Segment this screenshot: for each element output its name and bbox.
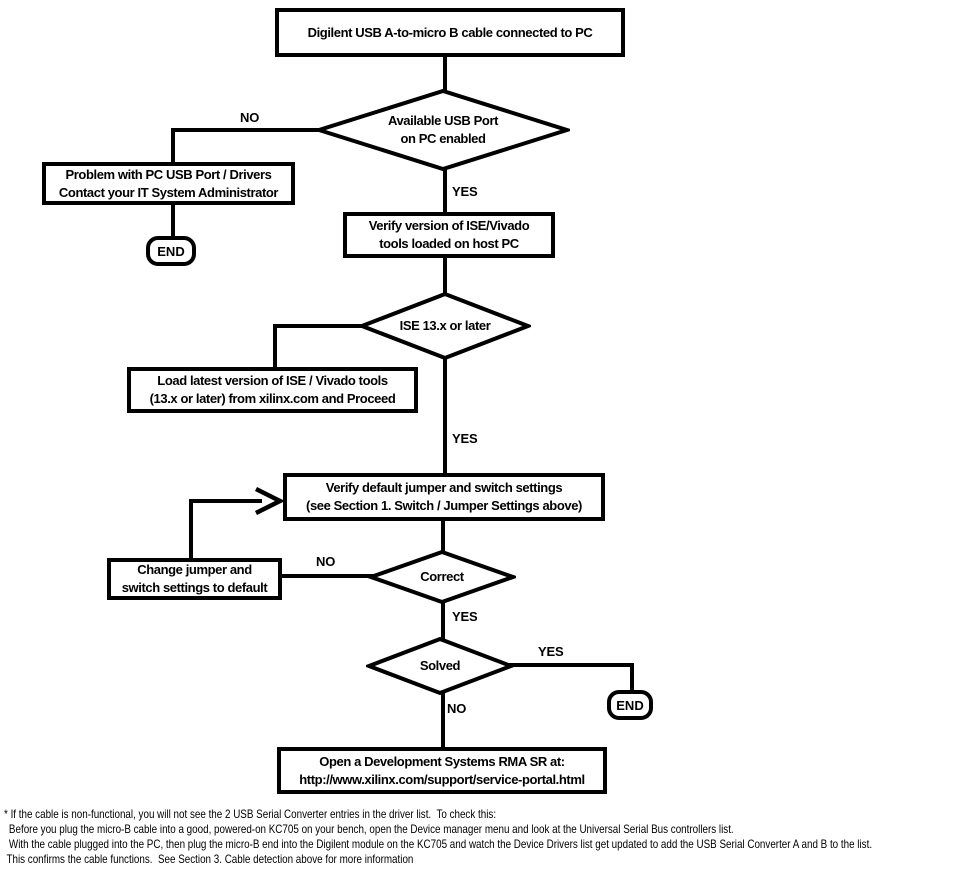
edge-correct-no-horizontal — [278, 574, 374, 578]
node-problem: Problem with PC USB Port / Drivers Conta… — [42, 162, 295, 205]
node-rma-line2: http://www.xilinx.com/support/service-po… — [299, 771, 585, 787]
edge-label-usb-no: NO — [240, 110, 260, 125]
node-verify-jumper: Verify default jumper and switch setting… — [283, 473, 605, 521]
node-load-ise-line1: Load latest version of ISE / Vivado tool… — [157, 373, 388, 388]
edge-correct-yes — [441, 599, 445, 640]
edge-label-ise-yes: YES — [452, 431, 478, 446]
node-ise-version-label: ISE 13.x or later — [399, 318, 491, 333]
edge-label-solved-no: NO — [447, 701, 467, 716]
edge-solved-yes-vertical — [630, 663, 634, 694]
edge-loop-vertical — [189, 499, 193, 560]
node-problem-line1: Problem with PC USB Port / Drivers — [65, 166, 272, 182]
node-verify-ise-line2: tools loaded on host PC — [379, 236, 519, 251]
node-verify-jumper-line2: (see Section 1. Switch / Jumper Settings… — [306, 498, 582, 513]
node-rma-line1: Open a Development Systems RMA SR at: — [319, 753, 565, 769]
node-usb-port-line2: on PC enabled — [400, 131, 486, 146]
node-load-ise: Load latest version of ISE / Vivado tool… — [127, 367, 418, 413]
node-usb-port-label: Available USB Port on PC enabled — [316, 88, 570, 172]
footnote-line-3: With the cable plugged into the PC, then… — [8, 837, 873, 851]
edge-loop-horizontal — [189, 499, 262, 503]
footnote-line-4: This confirms the cable functions. See S… — [6, 852, 414, 866]
node-change-jumper-line1: Change jumper and — [137, 562, 252, 577]
edge-usbport-yes — [443, 164, 447, 214]
node-end-2: END — [607, 690, 653, 720]
edge-usbport-no-horizontal — [171, 128, 324, 132]
node-rma: Open a Development Systems RMA SR at: ht… — [277, 747, 607, 794]
edge-ise-no-vertical — [273, 324, 277, 371]
footnote-line-2: Before you plug the micro-B cable into a… — [8, 822, 734, 836]
node-end-1: END — [146, 236, 196, 266]
node-start: Digilent USB A-to-micro B cable connecte… — [275, 8, 625, 57]
arrowhead-icon — [254, 486, 284, 516]
edge-problem-to-end — [171, 201, 175, 240]
diamond-shape-icon — [316, 88, 570, 172]
node-solved-label: Solved — [419, 658, 461, 673]
node-solved-diamond: Solved — [366, 636, 514, 696]
node-ise-version-diamond: ISE 13.x or later — [359, 291, 531, 361]
node-verify-ise: Verify version of ISE/Vivado tools loade… — [343, 212, 555, 258]
edge-solved-no — [441, 688, 445, 749]
node-usb-port-diamond: Available USB Port on PC enabled — [316, 88, 570, 172]
node-verify-ise-line1: Verify version of ISE/Vivado — [368, 218, 530, 233]
edge-isediamond-yes — [443, 353, 447, 475]
node-change-jumper-line2: switch settings to default — [121, 580, 268, 595]
diamond-shape-icon — [359, 291, 531, 361]
node-start-label: Digilent USB A-to-micro B cable connecte… — [307, 24, 593, 40]
footnote-line-1: * If the cable is non-functional, you wi… — [4, 807, 497, 821]
edge-label-solved-yes: YES — [538, 644, 564, 659]
node-end-2-label: END — [616, 697, 644, 713]
footnote: * If the cable is non-functional, you wi… — [4, 807, 955, 867]
node-correct-diamond: Correct — [368, 549, 516, 605]
node-change-jumper: Change jumper and switch settings to def… — [107, 558, 282, 600]
edge-label-correct-no: NO — [316, 554, 336, 569]
diamond-shape-icon — [368, 549, 516, 605]
edge-usbport-no-vertical — [171, 128, 175, 166]
node-correct-label: Correct — [420, 569, 464, 584]
edge-start-to-usbport — [443, 55, 447, 97]
edge-label-correct-yes: YES — [452, 609, 478, 624]
node-usb-port-line1: Available USB Port — [387, 113, 499, 128]
edge-label-usb-yes: YES — [452, 184, 478, 199]
node-problem-line2: Contact your IT System Administrator — [58, 184, 279, 200]
edge-verifyise-to-isediamond — [443, 254, 447, 299]
diamond-shape-icon — [366, 636, 514, 696]
node-end-1-label: END — [157, 243, 185, 259]
edge-solved-yes-horizontal — [508, 663, 634, 667]
edge-verifyjumper-to-correct — [441, 517, 445, 553]
node-load-ise-line2: (13.x or later) from xilinx.com and Proc… — [149, 391, 396, 406]
node-verify-jumper-line1: Verify default jumper and switch setting… — [325, 480, 563, 495]
edge-ise-no-horizontal — [273, 324, 367, 328]
